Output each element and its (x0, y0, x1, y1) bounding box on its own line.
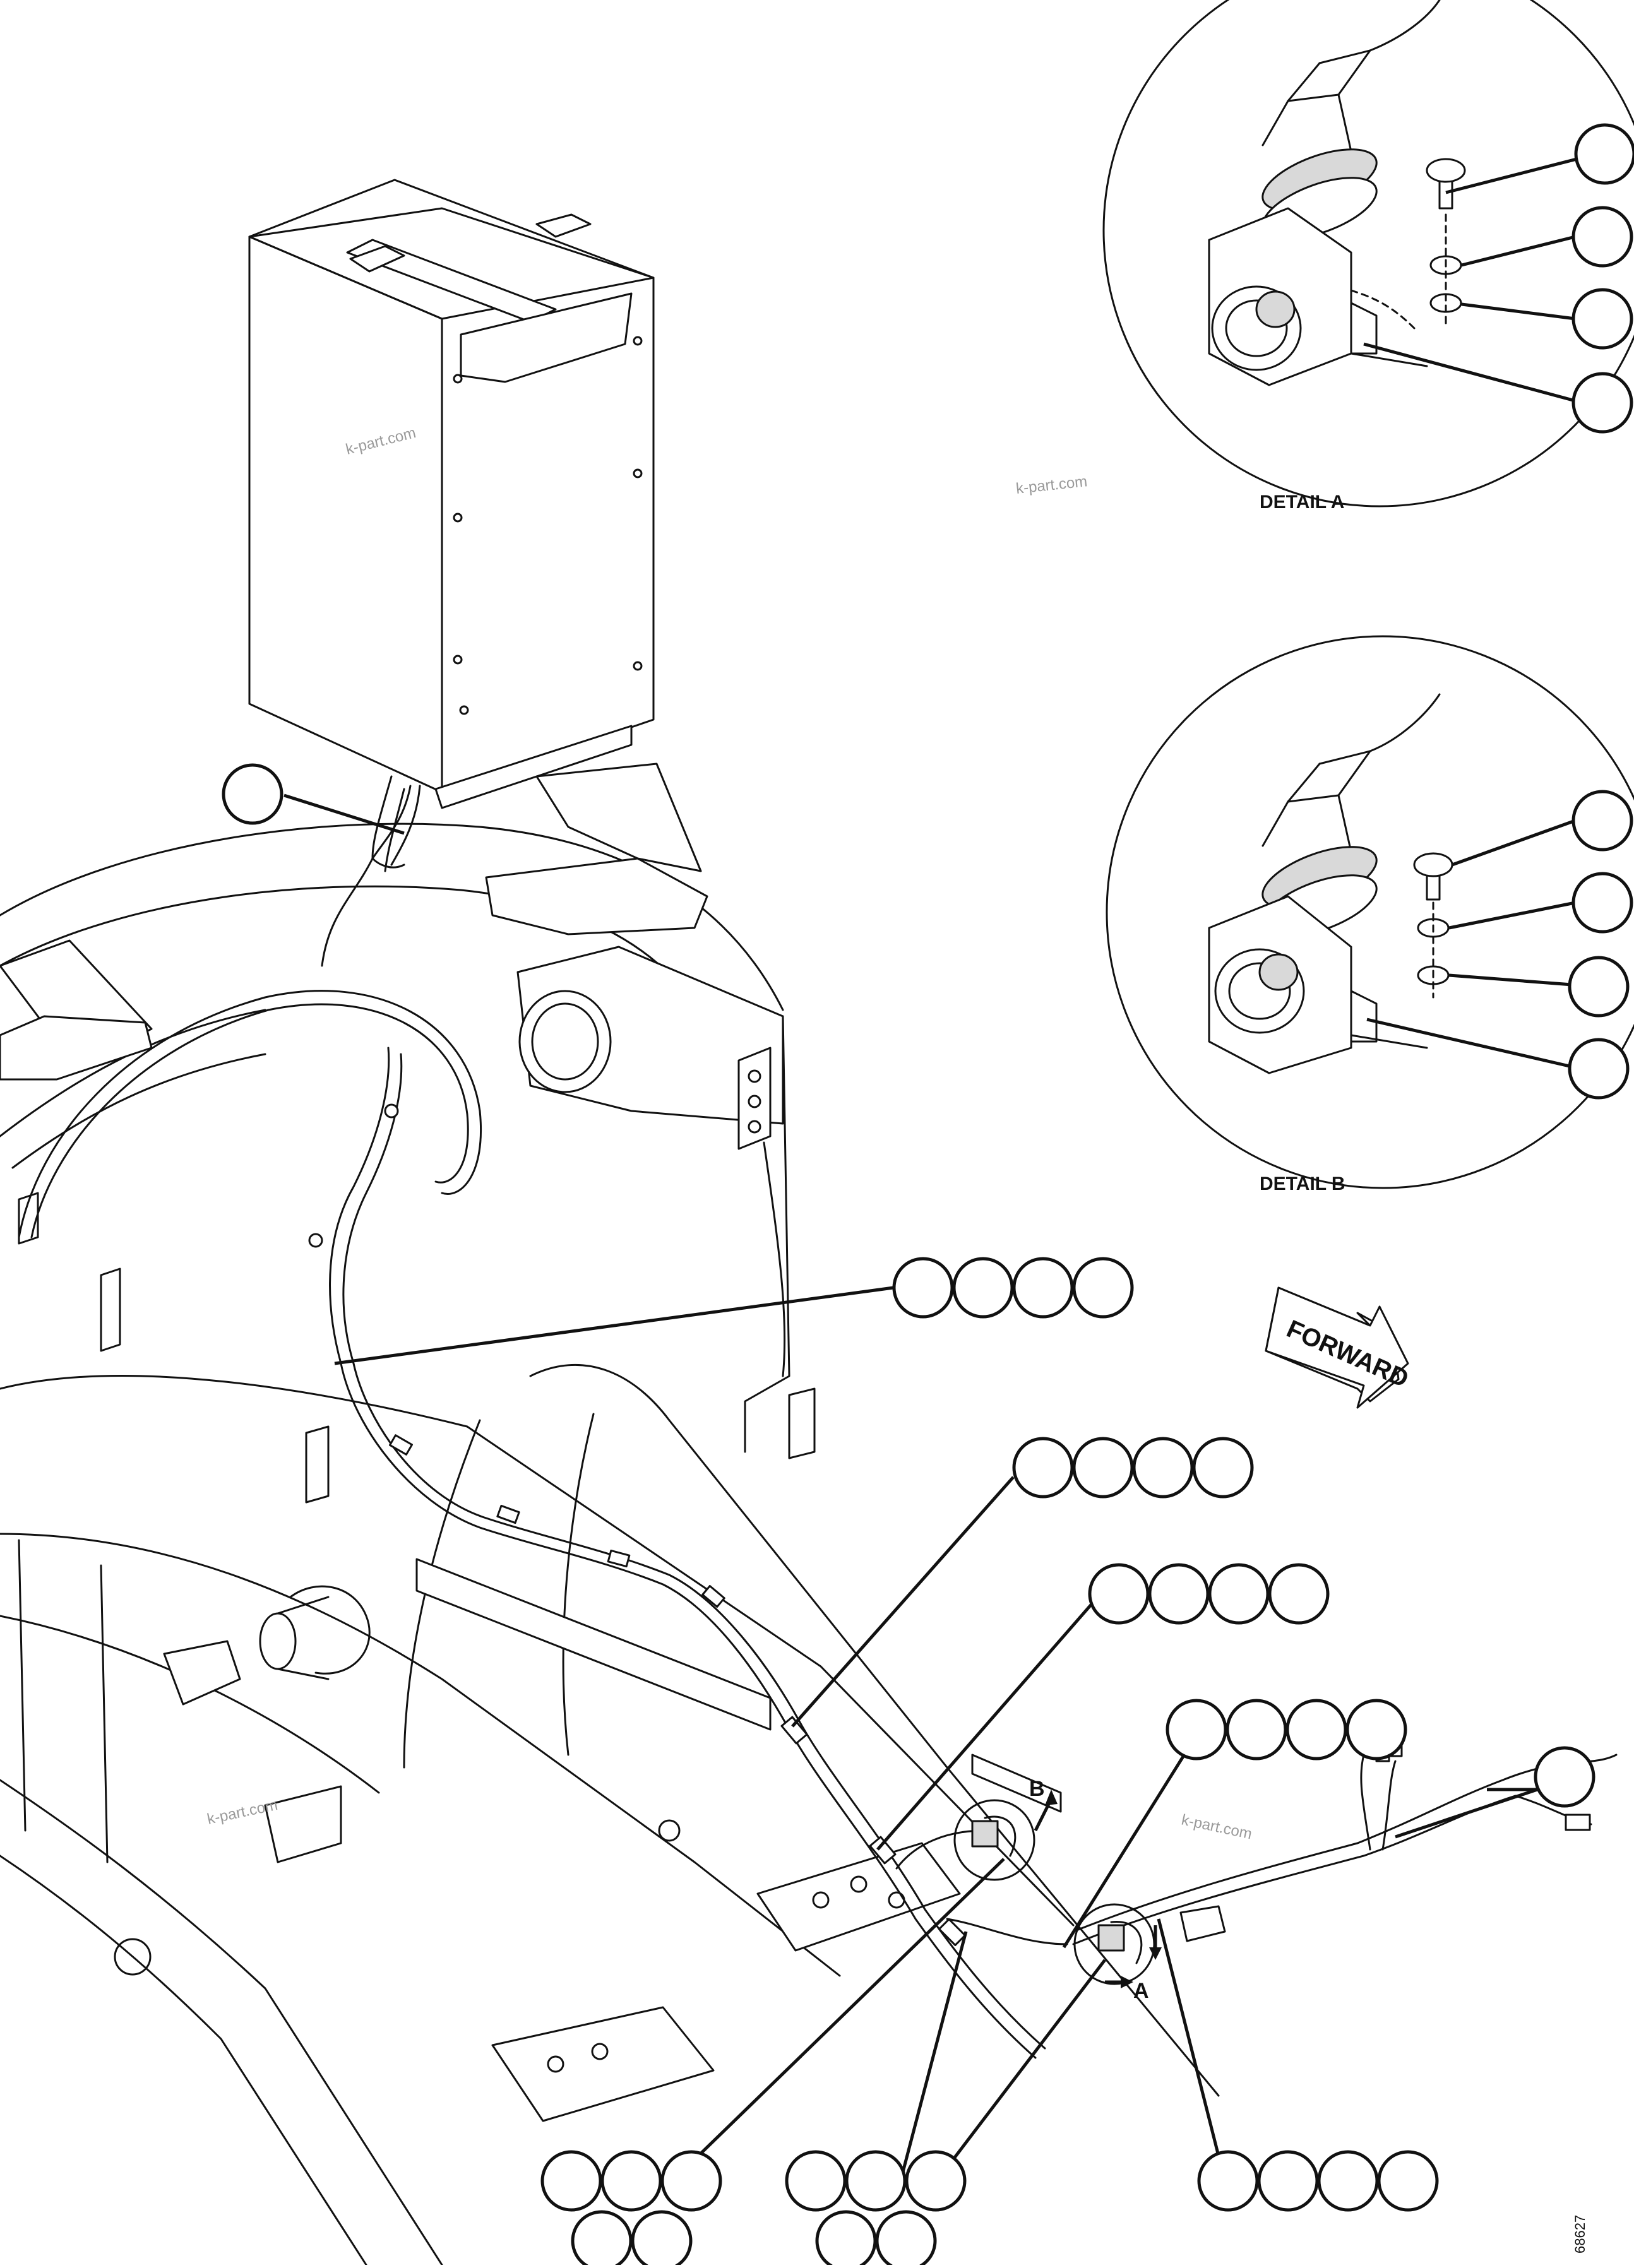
callout-bubble (1148, 1563, 1210, 1625)
callout-bubble (1568, 1038, 1630, 1100)
watermark-2: k-part.com (1015, 473, 1088, 497)
drawing-number: 68627 (1572, 2215, 1588, 2253)
callout-bubble (785, 2150, 847, 2212)
callout-bubble (1571, 872, 1633, 934)
callout-bubble (1208, 1563, 1270, 1625)
callout-bubble (1072, 1437, 1134, 1499)
callout-bubble (660, 2150, 722, 2212)
callout-bubble (1072, 1257, 1134, 1319)
callout-bubble (1226, 1699, 1287, 1760)
callout-bubble (1012, 1437, 1074, 1499)
callout-bubble (905, 2150, 967, 2212)
callout-bubble (1317, 2150, 1379, 2212)
detail-b-caption: DETAIL B (1260, 1173, 1345, 1194)
callout-bubble (1571, 790, 1633, 852)
watermark-4: k-part.com (1180, 1811, 1253, 1843)
view-b-label: B (1029, 1777, 1045, 1801)
view-a-label: A (1133, 1979, 1149, 2003)
callout-bubble (1345, 1699, 1407, 1760)
callout-bubble (1574, 123, 1634, 185)
detail-b (1106, 635, 1634, 1189)
callout-bubble (600, 2150, 662, 2212)
callout-bubble (1268, 1563, 1330, 1625)
callout-bubble (1012, 1257, 1074, 1319)
callout-bubble (1571, 372, 1633, 434)
callout-bubble (1571, 288, 1633, 350)
view-a-marker: A (1073, 1903, 1162, 2003)
callout-bubble (1132, 1437, 1194, 1499)
callout-bubbles (222, 123, 1634, 2268)
callout-bubble (631, 2210, 693, 2268)
callout-bubble (1534, 1746, 1595, 1808)
callout-bubble (1377, 2150, 1439, 2212)
callout-bubble (1192, 1437, 1254, 1499)
machine-frame (0, 763, 1220, 2266)
callout-bubble (1568, 956, 1630, 1018)
callout-bubble (1257, 2150, 1319, 2212)
callout-bubble (571, 2210, 633, 2268)
callout-bubble (1571, 206, 1633, 268)
leader-lines (283, 156, 1582, 2185)
callout-bubble (892, 1257, 954, 1319)
callout-bubble (952, 1257, 1014, 1319)
callout-bubble (540, 2150, 602, 2212)
callout-bubble (815, 2210, 877, 2268)
callout-bubble (1166, 1699, 1227, 1760)
callout-bubble (1285, 1699, 1347, 1760)
callout-bubble (1197, 2150, 1259, 2212)
watermark-3: k-part.com (206, 1796, 279, 1828)
view-b-marker: B (953, 1777, 1058, 1881)
callout-bubble (845, 2150, 907, 2212)
callout-bubble (1088, 1563, 1150, 1625)
forward-arrow: FORWARD (1265, 1286, 1412, 1409)
callout-bubble (222, 763, 283, 825)
callout-bubble (875, 2210, 937, 2268)
control-box (248, 179, 655, 869)
detail-a-caption: DETAIL A (1260, 492, 1344, 513)
detail-a (1102, 0, 1634, 508)
